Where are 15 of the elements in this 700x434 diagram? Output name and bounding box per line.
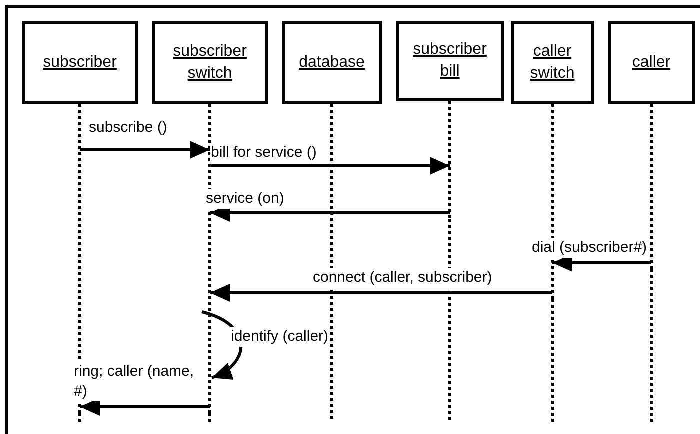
message-label: service (on): [205, 189, 286, 208]
message-arrow: [210, 157, 450, 175]
message-arrow: [80, 141, 210, 159]
message-label: subscribe (): [88, 118, 168, 138]
message-label: identify (caller): [230, 327, 330, 346]
participant-name: subscriber switch: [172, 42, 248, 84]
message-label: connect (caller, subscriber): [312, 268, 494, 288]
participant-name: database: [299, 52, 365, 73]
message-label: bill for service (): [210, 143, 318, 162]
message-arrow: [210, 284, 552, 302]
participant-name: caller: [632, 52, 671, 73]
participant-name: caller switch: [529, 42, 576, 84]
participant-name: subscriber bill: [412, 40, 488, 82]
participant-name: subscriber: [43, 52, 117, 73]
message-label: dial (subscriber#): [531, 238, 648, 258]
